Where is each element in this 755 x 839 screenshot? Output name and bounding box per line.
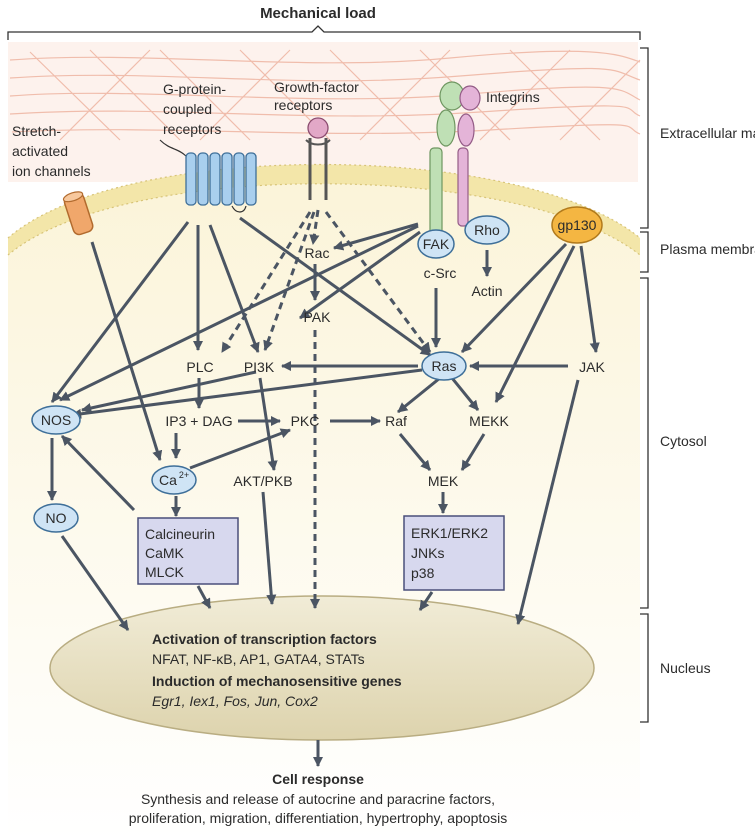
node-mekk: MEKK [469,413,509,429]
svg-text:NOS: NOS [41,412,71,428]
region-cytosol: Cytosol [660,433,707,449]
svg-text:coupled: coupled [163,101,212,117]
gpcr-icon [159,139,257,213]
svg-text:Stretch-: Stretch- [12,123,61,139]
node-fak: FAK [417,229,455,259]
node-ras: Ras [421,351,467,381]
region-nucleus: Nucleus [660,660,711,676]
growth-factor-receptor-icon [305,117,331,200]
gpcr-label: G-protein- coupled receptors [163,81,226,137]
svg-text:Ras: Ras [432,358,457,374]
nucleus-ellipse [49,595,595,741]
node-pak: PAK [304,309,332,325]
node-pkc: PKC [291,413,320,429]
top-brace [7,25,641,40]
svg-text:Ca: Ca [159,472,177,488]
gp130-node: gp130 [551,206,603,244]
nucleus-line4: Egr1, Iex1, Fos, Jun, Cox2 [152,693,318,709]
ion-channel-icon [62,191,94,236]
node-jak: JAK [579,359,605,375]
svg-text:Calcineurin: Calcineurin [145,526,215,542]
svg-text:ion channels: ion channels [12,163,91,179]
response-line1: Synthesis and release of autocrine and p… [141,791,495,807]
node-akt-pkb: AKT/PKB [233,473,292,489]
response-title: Cell response [272,771,364,787]
nucleus-line3: Induction of mechanosensitive genes [152,673,402,689]
svg-text:activated: activated [12,143,68,159]
response-line2: proliferation, migration, differentiatio… [129,810,507,826]
signal-arrows [46,209,600,768]
node-pi3k: PI3K [244,359,275,375]
svg-text:MLCK: MLCK [145,564,185,580]
gfr-label: Growth-factor receptors [274,79,359,113]
node-nos: NOS [31,405,81,435]
node-rho: Rho [464,215,510,245]
svg-text:G-protein-: G-protein- [163,81,226,97]
node-no: NO [33,503,79,533]
integrins-label: Integrins [486,89,540,105]
node-rac: Rac [305,245,330,261]
node-raf: Raf [385,413,407,429]
box-calcineurin: Calcineurin CaMK MLCK [137,517,239,585]
svg-text:Growth-factor: Growth-factor [274,79,359,95]
nucleus-line2: NFAT, NF-κB, AP1, GATA4, STATs [152,651,365,667]
svg-text:receptors: receptors [274,97,332,113]
node-mek: MEK [428,473,459,489]
mechanical-load-title: Mechanical load [260,5,376,22]
region-extracellular: Extracellular matrix [660,125,755,141]
region-braces [640,47,649,723]
node-ip3-dag: IP3 + DAG [165,413,232,429]
svg-text:ERK1/ERK2: ERK1/ERK2 [411,525,488,541]
svg-text:gp130: gp130 [558,217,597,233]
svg-text:FAK: FAK [423,236,450,252]
stretch-label: Stretch- activated ion channels [12,123,91,179]
svg-text:NO: NO [46,510,67,526]
svg-text:2+: 2+ [179,470,189,480]
extracellular-matrix [8,42,641,182]
nucleus-line1: Activation of transcription factors [152,631,377,647]
svg-text:p38: p38 [411,565,435,581]
node-calcium: Ca 2+ [151,465,197,495]
svg-text:receptors: receptors [163,121,221,137]
node-plc: PLC [186,359,213,375]
svg-text:JNKs: JNKs [411,545,444,561]
svg-text:Rho: Rho [474,222,500,238]
svg-text:CaMK: CaMK [145,545,185,561]
box-erk: ERK1/ERK2 JNKs p38 [403,515,505,591]
node-csrc: c-Src [424,265,457,281]
integrin-icon [429,81,481,239]
node-actin: Actin [471,283,502,299]
region-plasma-membrane: Plasma membrane [660,241,755,257]
